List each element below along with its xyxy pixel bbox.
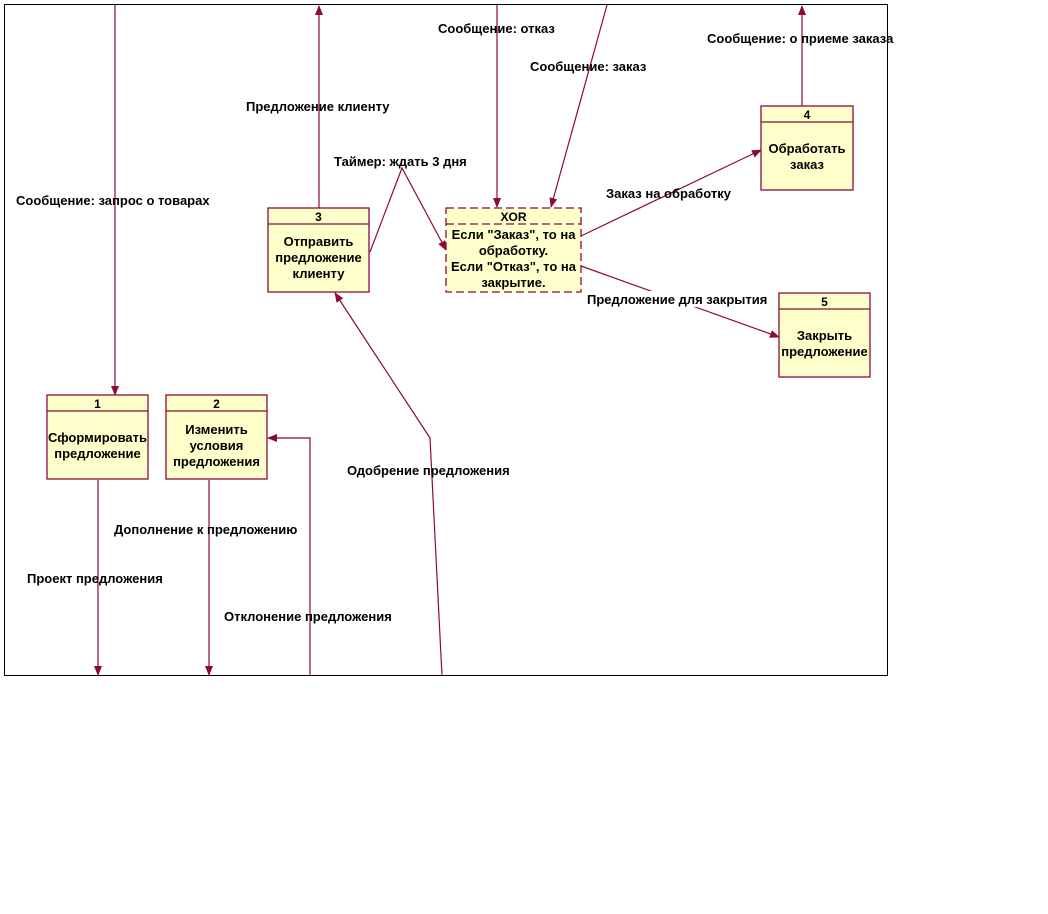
connection-labels: Сообщение: отказ Сообщение: заказ Сообще… [16, 21, 894, 624]
process-box-3[interactable]: 3 Отправить предложение клиенту [267, 207, 370, 293]
xor-title: XOR [500, 210, 526, 224]
connections [94, 4, 806, 677]
label-offer-for-closing: Предложение для закрытия [587, 292, 767, 307]
label-offer-approval: Одобрение предложения [347, 463, 510, 478]
box-2-number: 2 [213, 397, 220, 411]
box-4-line-2: заказ [790, 157, 824, 172]
arrow-timer [369, 166, 447, 253]
process-box-1[interactable]: 1 Сформировать предложение [46, 394, 149, 480]
box-1-line-2: предложение [54, 446, 140, 461]
box-2-line-1: Изменить [185, 422, 248, 437]
label-offer-addition: Дополнение к предложению [114, 522, 297, 537]
box-2-line-3: предложения [173, 454, 260, 469]
arrow-order [549, 4, 608, 208]
box-3-number: 3 [315, 210, 322, 224]
process-box-5[interactable]: 5 Закрыть предложение [778, 292, 871, 378]
process-box-4[interactable]: 4 Обработать заказ [760, 105, 854, 191]
label-timer: Таймер: ждать 3 дня [334, 154, 467, 169]
arrow-offer-rejection [267, 434, 311, 676]
label-offer-draft: Проект предложения [27, 571, 163, 586]
arrow-offer-approval [334, 292, 443, 677]
box-5-line-1: Закрыть [797, 328, 852, 343]
label-msg-refusal: Сообщение: отказ [438, 21, 555, 36]
xor-line-2: обработку. [479, 243, 548, 258]
box-1-line-1: Сформировать [48, 430, 147, 445]
box-3-line-2: предложение [275, 250, 361, 265]
label-offer-rejection: Отклонение предложения [224, 609, 392, 624]
box-3-line-3: клиенту [293, 266, 346, 281]
box-2-line-2: условия [190, 438, 244, 453]
label-msg-order: Сообщение: заказ [530, 59, 647, 74]
box-4-line-1: Обработать [769, 141, 846, 156]
xor-line-1: Если "Заказ", то на [452, 227, 577, 242]
diagram-frame [4, 4, 888, 676]
xor-line-4: закрытие. [481, 275, 545, 290]
process-box-2[interactable]: 2 Изменить условия предложения [165, 394, 268, 480]
label-offer-to-client: Предложение клиенту [246, 99, 390, 114]
box-3-line-1: Отправить [284, 234, 354, 249]
label-order-for-processing: Заказ на обработку [606, 186, 732, 201]
box-5-line-2: предложение [781, 344, 867, 359]
box-1-number: 1 [94, 397, 101, 411]
xor-line-3: Если "Отказ", то на [451, 259, 577, 274]
box-5-number: 5 [821, 295, 828, 309]
arrow-order-for-processing [580, 149, 762, 237]
xor-junction-box[interactable]: XOR Если "Заказ", то на обработку. Если … [445, 207, 582, 293]
label-msg-order-received: Сообщение: о приеме заказа [707, 31, 894, 46]
box-4-number: 4 [804, 108, 811, 122]
label-goods-request: Сообщение: запрос о товарах [16, 193, 210, 208]
